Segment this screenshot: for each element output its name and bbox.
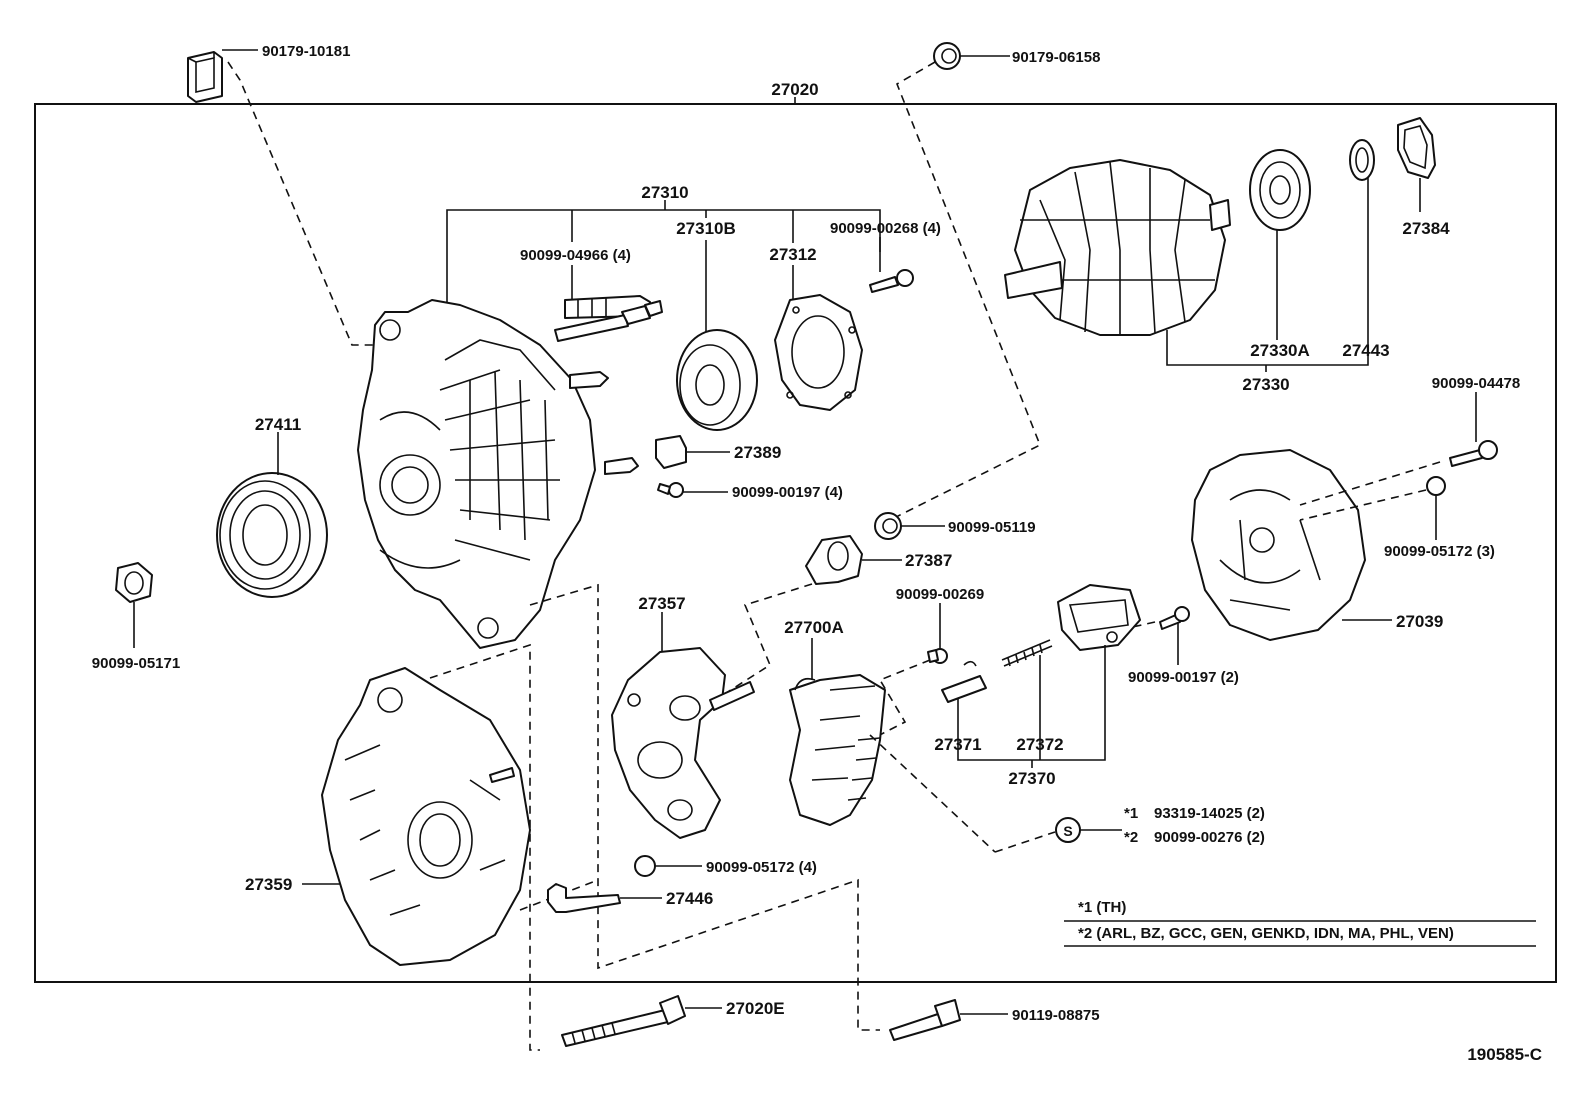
- label-27020: 27020: [771, 80, 818, 99]
- retainer-plate-27312-part[interactable]: [774, 294, 863, 411]
- label-27330A: 27330A: [1250, 341, 1310, 360]
- label-90099-05172-3: 90099-05172 (3): [1384, 543, 1495, 560]
- bolt-27020E-part[interactable]: [561, 995, 686, 1047]
- label-27359: 27359: [245, 875, 292, 894]
- label-27411: 27411: [255, 415, 301, 434]
- screw-90099-00268-part[interactable]: [869, 269, 914, 293]
- label-27389: 27389: [734, 443, 781, 462]
- rectifier-27357-part[interactable]: [611, 647, 755, 839]
- legend-note-2: *2 (ARL, BZ, GCC, GEN, GENKD, IDN, MA, P…: [1078, 925, 1454, 942]
- regulator-27700A-part[interactable]: [789, 674, 886, 826]
- label-27310: 27310: [641, 183, 688, 202]
- ring-27443-part[interactable]: [1349, 139, 1375, 181]
- label-90099-05171: 90099-05171: [92, 655, 180, 672]
- label-90099-00269: 90099-00269: [896, 586, 984, 603]
- label-27370: 27370: [1008, 769, 1055, 788]
- s-symbol-label: S: [1063, 823, 1072, 839]
- insulator-27387-part[interactable]: [805, 535, 863, 585]
- label-27446: 27446: [666, 889, 713, 908]
- label-27310B: 27310B: [676, 219, 736, 238]
- screw-90099-00197-2-part[interactable]: [1159, 606, 1190, 630]
- pulley-27411-part[interactable]: [216, 472, 328, 598]
- label-27357: 27357: [638, 594, 685, 613]
- legend-note-1: *1 (TH): [1078, 899, 1126, 916]
- label-27039: 27039: [1396, 612, 1443, 631]
- label-27700A: 27700A: [784, 618, 844, 637]
- spring-27372-part[interactable]: [1001, 639, 1053, 667]
- screw-90099-00269-part[interactable]: [927, 648, 948, 664]
- bolt-90119-08875-part[interactable]: [889, 999, 961, 1041]
- brush-holder-part[interactable]: [1057, 584, 1141, 651]
- label-90179-10181: 90179-10181: [262, 43, 350, 60]
- label-27330: 27330: [1242, 375, 1289, 394]
- bearing-27310B-part[interactable]: [676, 329, 758, 431]
- rear-frame-27359-part[interactable]: [321, 667, 531, 966]
- label-27371: 27371: [934, 735, 981, 754]
- plate-27446-part[interactable]: [547, 883, 621, 913]
- nut-90099-05172-4-part[interactable]: [634, 855, 656, 877]
- insulator-27389-part[interactable]: [655, 435, 687, 469]
- label-90179-06158: 90179-06158: [1012, 49, 1100, 66]
- label-27384: 27384: [1402, 219, 1450, 238]
- label-27387: 27387: [905, 551, 952, 570]
- label-90099-00197-2: 90099-00197 (2): [1128, 669, 1239, 686]
- label-star1: *1: [1124, 805, 1138, 822]
- drive-end-frame-part[interactable]: [357, 295, 651, 649]
- figure-id: 190585-C: [1467, 1045, 1542, 1064]
- bearing-27330A-part[interactable]: [1249, 149, 1311, 231]
- label-93319-14025: 93319-14025 (2): [1154, 805, 1265, 822]
- brush-27371-part[interactable]: [941, 660, 987, 703]
- nut-90099-05172-3-part[interactable]: [1426, 476, 1446, 496]
- label-90099-04966: 90099-04966 (4): [520, 247, 631, 264]
- screw-90099-00197-4-part[interactable]: [657, 482, 684, 498]
- label-27443: 27443: [1342, 341, 1389, 360]
- nut-90179-06158-part[interactable]: [933, 42, 961, 70]
- nut-90099-05171-part[interactable]: [115, 562, 153, 603]
- bolt-90099-04478-part[interactable]: [1449, 440, 1498, 467]
- label-star2: *2: [1124, 829, 1138, 846]
- label-27020E: 27020E: [726, 999, 785, 1018]
- rear-end-cover-27039-part[interactable]: [1191, 449, 1366, 641]
- label-27372: 27372: [1016, 735, 1063, 754]
- nut-90099-05119-part[interactable]: [874, 512, 902, 540]
- rotor-27330-part[interactable]: [1004, 159, 1231, 336]
- label-90099-00268: 90099-00268 (4): [830, 220, 941, 237]
- label-90099-05119: 90099-05119: [948, 519, 1036, 536]
- stud-90099-04966-part[interactable]: [554, 300, 663, 342]
- label-90099-00276: 90099-00276 (2): [1154, 829, 1265, 846]
- label-90099-04478: 90099-04478: [1432, 375, 1520, 392]
- cover-27384-part[interactable]: [1397, 117, 1436, 179]
- label-90099-00197-4: 90099-00197 (4): [732, 484, 843, 501]
- label-90119-08875: 90119-08875: [1012, 1007, 1100, 1024]
- terminal-clip-part[interactable]: [187, 51, 223, 103]
- label-90099-05172-4: 90099-05172 (4): [706, 859, 817, 876]
- label-27312: 27312: [769, 245, 816, 264]
